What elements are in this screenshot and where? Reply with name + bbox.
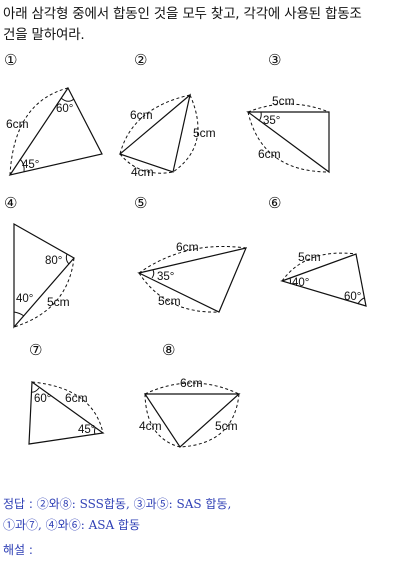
figure-5-number: ⑤ — [134, 194, 148, 212]
figure-6-number: ⑥ — [268, 194, 282, 212]
fig6-angle-right: 60° — [344, 291, 361, 303]
arc-5-bottom — [138, 272, 220, 313]
fig8-side-right: 5cm — [215, 419, 238, 433]
fig5-side-top: 6cm — [176, 240, 199, 254]
answer-line-2: ①과⑦, ④와⑥: ASA 합동 — [3, 518, 141, 532]
figure-2-number: ② — [134, 51, 148, 69]
fig3-side-top: 5cm — [272, 94, 295, 108]
arc-2-right — [172, 94, 199, 173]
arc-6-side — [281, 252, 357, 282]
question-text: 아래 삼각형 중에서 합동인 것을 모두 찾고, 각각에 사용된 합동조 건을 … — [3, 4, 397, 46]
angle-mark-4-right — [65, 253, 70, 265]
fig8-side-top: 6cm — [180, 376, 203, 390]
angle-mark-7-left — [30, 387, 40, 393]
question-line-1: 아래 삼각형 중에서 합동인 것을 모두 찾고, 각각에 사용된 합동조 — [3, 6, 362, 22]
arc-1-side — [9, 87, 69, 176]
angle-mark-3 — [258, 111, 262, 122]
angle-mark-6-right — [357, 297, 365, 305]
angle-mark-4-bottom — [13, 311, 25, 317]
triangle-6 — [280, 253, 367, 307]
fig6-side: 5cm — [298, 250, 321, 264]
triangle-5 — [137, 247, 248, 313]
triangle-8 — [143, 393, 241, 448]
fig5-angle: 35° — [157, 271, 174, 283]
explanation-label: 해설 : — [3, 543, 33, 557]
arc-2-bottom — [119, 153, 174, 174]
fig1-angle-top: 60° — [56, 103, 73, 115]
arc-3-top — [247, 103, 330, 113]
answer-block: 정답 : ②와⑧: SSS합동, ③과⑤: SAS 합동, ①과⑦, ④와⑥: … — [3, 494, 397, 536]
fig7-angle-right: 45° — [78, 424, 95, 436]
fig8-side-left: 4cm — [139, 419, 162, 433]
figure-4-number: ④ — [4, 194, 18, 212]
question-line-2: 건을 말하여라. — [3, 27, 85, 43]
triangle-7 — [28, 380, 105, 445]
angle-mark-1-bottom — [19, 158, 25, 173]
arc-5-top — [138, 245, 247, 274]
fig2-side-left: 6cm — [130, 108, 153, 122]
fig2-side-bottom: 4cm — [131, 165, 154, 179]
fig7-angle-left: 60° — [34, 393, 51, 405]
triangle-2 — [118, 93, 191, 173]
angle-mark-1-top — [60, 97, 75, 102]
fig3-side-diag: 6cm — [258, 147, 281, 161]
angle-mark-6-left — [289, 277, 291, 285]
triangle-3 — [246, 111, 330, 174]
fig2-side-right: 5cm — [193, 126, 216, 140]
fig4-angle-bottom: 40° — [16, 293, 33, 305]
figure-3-number: ③ — [268, 51, 282, 69]
angle-mark-5 — [151, 269, 155, 279]
fig4-angle-right: 80° — [45, 255, 62, 267]
fig1-angle-bottom: 45° — [22, 159, 39, 171]
arc-7-side — [31, 381, 104, 434]
answer-label: 정답 : — [3, 497, 37, 511]
arc-8-left — [144, 393, 181, 448]
answer-text-1: ②와⑧: SSS합동, ③과⑤: SAS 합동, — [36, 497, 232, 511]
fig7-side: 6cm — [65, 391, 88, 405]
fig4-side: 5cm — [47, 295, 70, 309]
arc-8-right — [179, 393, 240, 448]
figure-7-number: ⑦ — [29, 341, 43, 359]
angle-mark-7-right — [94, 427, 96, 435]
figure-1-number: ① — [4, 51, 18, 69]
triangle-figures: 6cm 60° 45° 6cm 5cm 4cm 5cm 35° 6cm 80° … — [6, 86, 367, 448]
triangle-4 — [13, 222, 75, 329]
fig3-angle: 35° — [263, 115, 280, 127]
fig5-side-bottom: 5cm — [158, 294, 181, 308]
fig6-angle-left: 40° — [292, 277, 309, 289]
fig1-side-label: 6cm — [6, 117, 29, 131]
arc-2-left — [119, 94, 191, 155]
arc-3-diag — [247, 111, 330, 173]
figure-8-number: ⑧ — [162, 341, 176, 359]
triangle-1 — [8, 86, 103, 176]
answer-line-1: 정답 : ②와⑧: SSS합동, ③과⑤: SAS 합동, — [3, 494, 397, 515]
